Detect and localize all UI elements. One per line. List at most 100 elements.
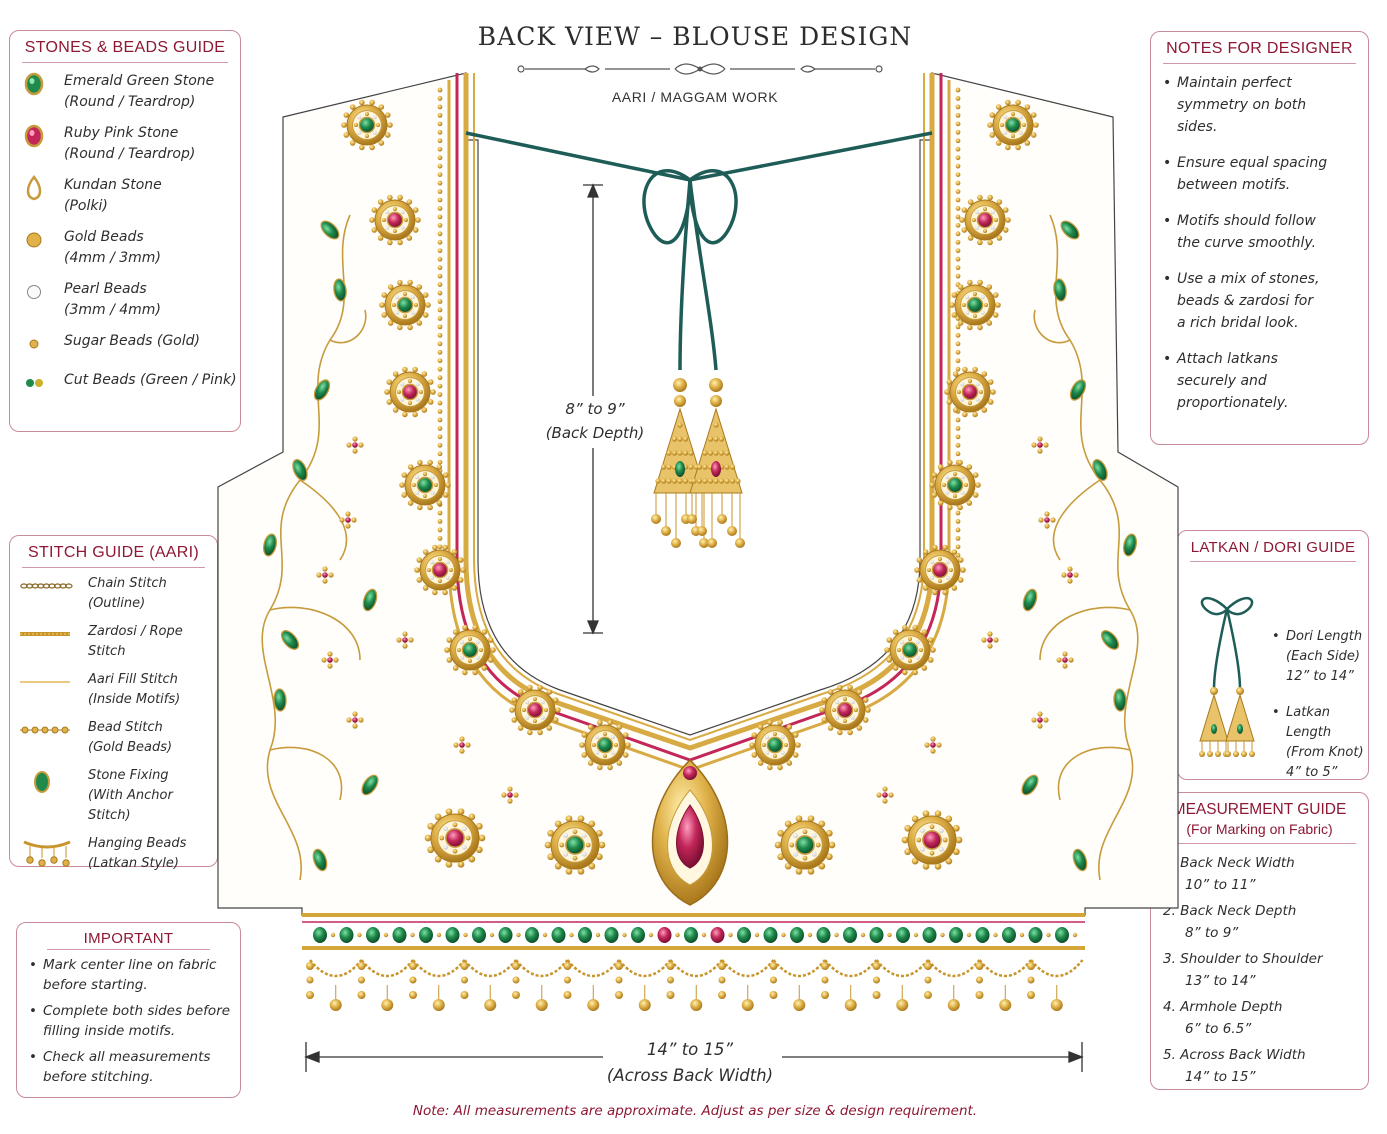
note-item: Maintain perfect symmetry on both sides. <box>1163 72 1362 138</box>
stitch-guide-detail: (With Anchor Stitch) <box>88 788 173 823</box>
round-motif <box>369 194 421 246</box>
latkan-dori-guide-panel: LATKAN / DORI GUIDE Dori Length(Each Sid… <box>1177 530 1369 780</box>
stitch-guide-item: Stone Fixing(With Anchor Stitch) <box>20 766 217 826</box>
page-subtitle: AARI / MAGGAM WORK <box>611 89 779 105</box>
stone-guide-detail: (4mm / 3mm) <box>64 250 161 266</box>
left-vines <box>261 214 367 881</box>
measurement-guide-panel: MEASUREMENT GUIDE (For Marking on Fabric… <box>1150 792 1369 1090</box>
right-vines <box>1033 214 1139 881</box>
latkan-title: LATKAN / DORI GUIDE <box>1190 531 1356 562</box>
zardosi-stitch-icon <box>20 622 74 660</box>
bead-stitch-icon <box>20 718 74 756</box>
stone-fixing-icon <box>20 766 74 804</box>
round-motif <box>509 684 561 736</box>
round-motif <box>987 99 1039 151</box>
note-line: Motifs should follow <box>1177 213 1316 229</box>
note-line: Attach latkans <box>1177 351 1278 367</box>
round-motif <box>944 366 996 418</box>
width-arrow <box>304 1042 1084 1072</box>
round-motif <box>414 544 466 596</box>
note-line: proportionately. <box>1177 395 1289 411</box>
latkan-item: Latkan Length (From Knot) 4” to 5” <box>1272 703 1367 783</box>
measurement-label: 3. Shoulder to Shoulder <box>1163 951 1323 967</box>
stone-guide-label: Kundan Stone <box>64 177 162 193</box>
measurement-value: 10” to 11” <box>1185 877 1256 893</box>
latkan-tassel <box>687 378 745 548</box>
back-depth-label: (Back Depth) <box>545 424 645 442</box>
measurement-value: 14” to 15” <box>1185 1069 1256 1085</box>
note-line: symmetry on both <box>1177 97 1307 113</box>
aari-fill-stitch-icon <box>20 670 74 708</box>
depth-arrow <box>583 183 603 635</box>
important-line: before stitching. <box>43 1068 154 1085</box>
stone-guide-item: Kundan Stone(Polki) <box>22 174 240 217</box>
latkan-line: (From Knot) <box>1286 745 1364 760</box>
stitch-guide-label: Zardosi / Rope Stitch <box>88 624 183 659</box>
stitch-guide-item: Bead Stitch (Gold Beads) <box>20 718 217 758</box>
measurement-value: 6” to 6.5” <box>1185 1021 1252 1037</box>
latkan-line: 4” to 5” <box>1286 765 1338 780</box>
note-line: a rich bridal look. <box>1177 315 1299 331</box>
round-motif <box>901 810 963 870</box>
stitch-guide-label: Aari Fill Stitch <box>88 672 178 687</box>
important-title: IMPORTANT <box>47 923 210 950</box>
stitch-guide-item: Hanging Beads (Latkan Style) <box>20 834 217 874</box>
back-depth-value: 8” to 9” <box>565 400 625 418</box>
stone-guide-label: Cut Beads (Green / Pink) <box>64 372 237 388</box>
note-line: sides. <box>1177 119 1218 135</box>
stones-guide-title: STONES & BEADS GUIDE <box>22 31 228 63</box>
round-motif <box>544 815 606 875</box>
note-line: beads & zardosi for <box>1177 293 1314 309</box>
stone-guide-item: Emerald Green Stone (Round / Teardrop) <box>22 71 240 113</box>
stone-guide-detail: (Round / Teardrop) <box>64 94 196 110</box>
measurement-label: 1. Back Neck Width <box>1163 855 1295 871</box>
hanging-beads-icon <box>20 834 74 872</box>
round-motif <box>424 808 486 868</box>
stitch-guide-detail: (Outline) <box>88 596 146 611</box>
stitch-guide-label: Chain Stitch <box>88 576 167 591</box>
round-motif <box>579 719 631 771</box>
important-line: Complete both sides before <box>43 1003 231 1019</box>
blouse-back-diagram <box>217 72 1179 1072</box>
latkan-item: Dori Length(Each Side)12” to 14” <box>1272 627 1367 687</box>
stone-guide-label: Ruby Pink Stone <box>64 125 179 141</box>
dori-tie <box>465 131 933 371</box>
stone-guide-detail: (3mm / 4mm) <box>64 302 161 318</box>
round-motif <box>914 544 966 596</box>
latkan-line: Latkan Length <box>1286 705 1332 740</box>
round-motif <box>379 279 431 331</box>
stitch-guide-label: Bead Stitch <box>88 720 163 735</box>
important-panel: IMPORTANT Mark center line on fabricbefo… <box>16 922 241 1098</box>
stitch-guide-panel: STITCH GUIDE (AARI) Chain Stitch(Outline… <box>9 535 218 871</box>
stone-guide-label: Gold Beads <box>64 229 144 245</box>
round-motif <box>959 194 1011 246</box>
stitch-guide-detail: (Gold Beads) <box>88 740 173 755</box>
pearl-bead-icon <box>22 279 52 309</box>
round-motif <box>819 684 871 736</box>
important-line: filling inside motifs. <box>43 1022 176 1039</box>
note-item: Attach latkans securely and proportionatel… <box>1163 348 1362 414</box>
stitch-guide-detail: (Latkan Style) <box>88 856 179 871</box>
note-line: securely and <box>1177 373 1267 389</box>
stone-guide-label: Sugar Beads (Gold) <box>64 333 200 349</box>
stone-guide-item: Ruby Pink Stone (Round / Teardrop) <box>22 123 240 165</box>
stone-guide-label: Emerald Green Stone <box>64 73 215 89</box>
round-motif <box>749 719 801 771</box>
ruby-stone-icon <box>22 123 52 153</box>
note-line: Maintain perfect <box>1177 75 1292 91</box>
stitch-guide-label: Hanging Beads <box>88 836 187 851</box>
important-line: before starting. <box>43 976 148 993</box>
round-motif <box>929 459 981 511</box>
stones-beads-guide-panel: STONES & BEADS GUIDE Emerald Green Stone… <box>9 30 241 432</box>
measurement-title: MEASUREMENT GUIDE <box>1172 801 1347 818</box>
stone-guide-label: Pearl Beads <box>64 281 147 297</box>
stitch-guide-item: Aari Fill Stitch(Inside Motifs) <box>20 670 217 710</box>
measurement-item: 1. Back Neck Width 10” to 11” <box>1163 852 1368 896</box>
cut-bead-icon <box>22 370 52 400</box>
stone-guide-detail: (Round / Teardrop) <box>64 146 196 162</box>
note-line: Ensure equal spacing <box>1177 155 1328 171</box>
notes-for-designer-panel: NOTES FOR DESIGNER Maintain perfectsymme… <box>1150 31 1369 445</box>
